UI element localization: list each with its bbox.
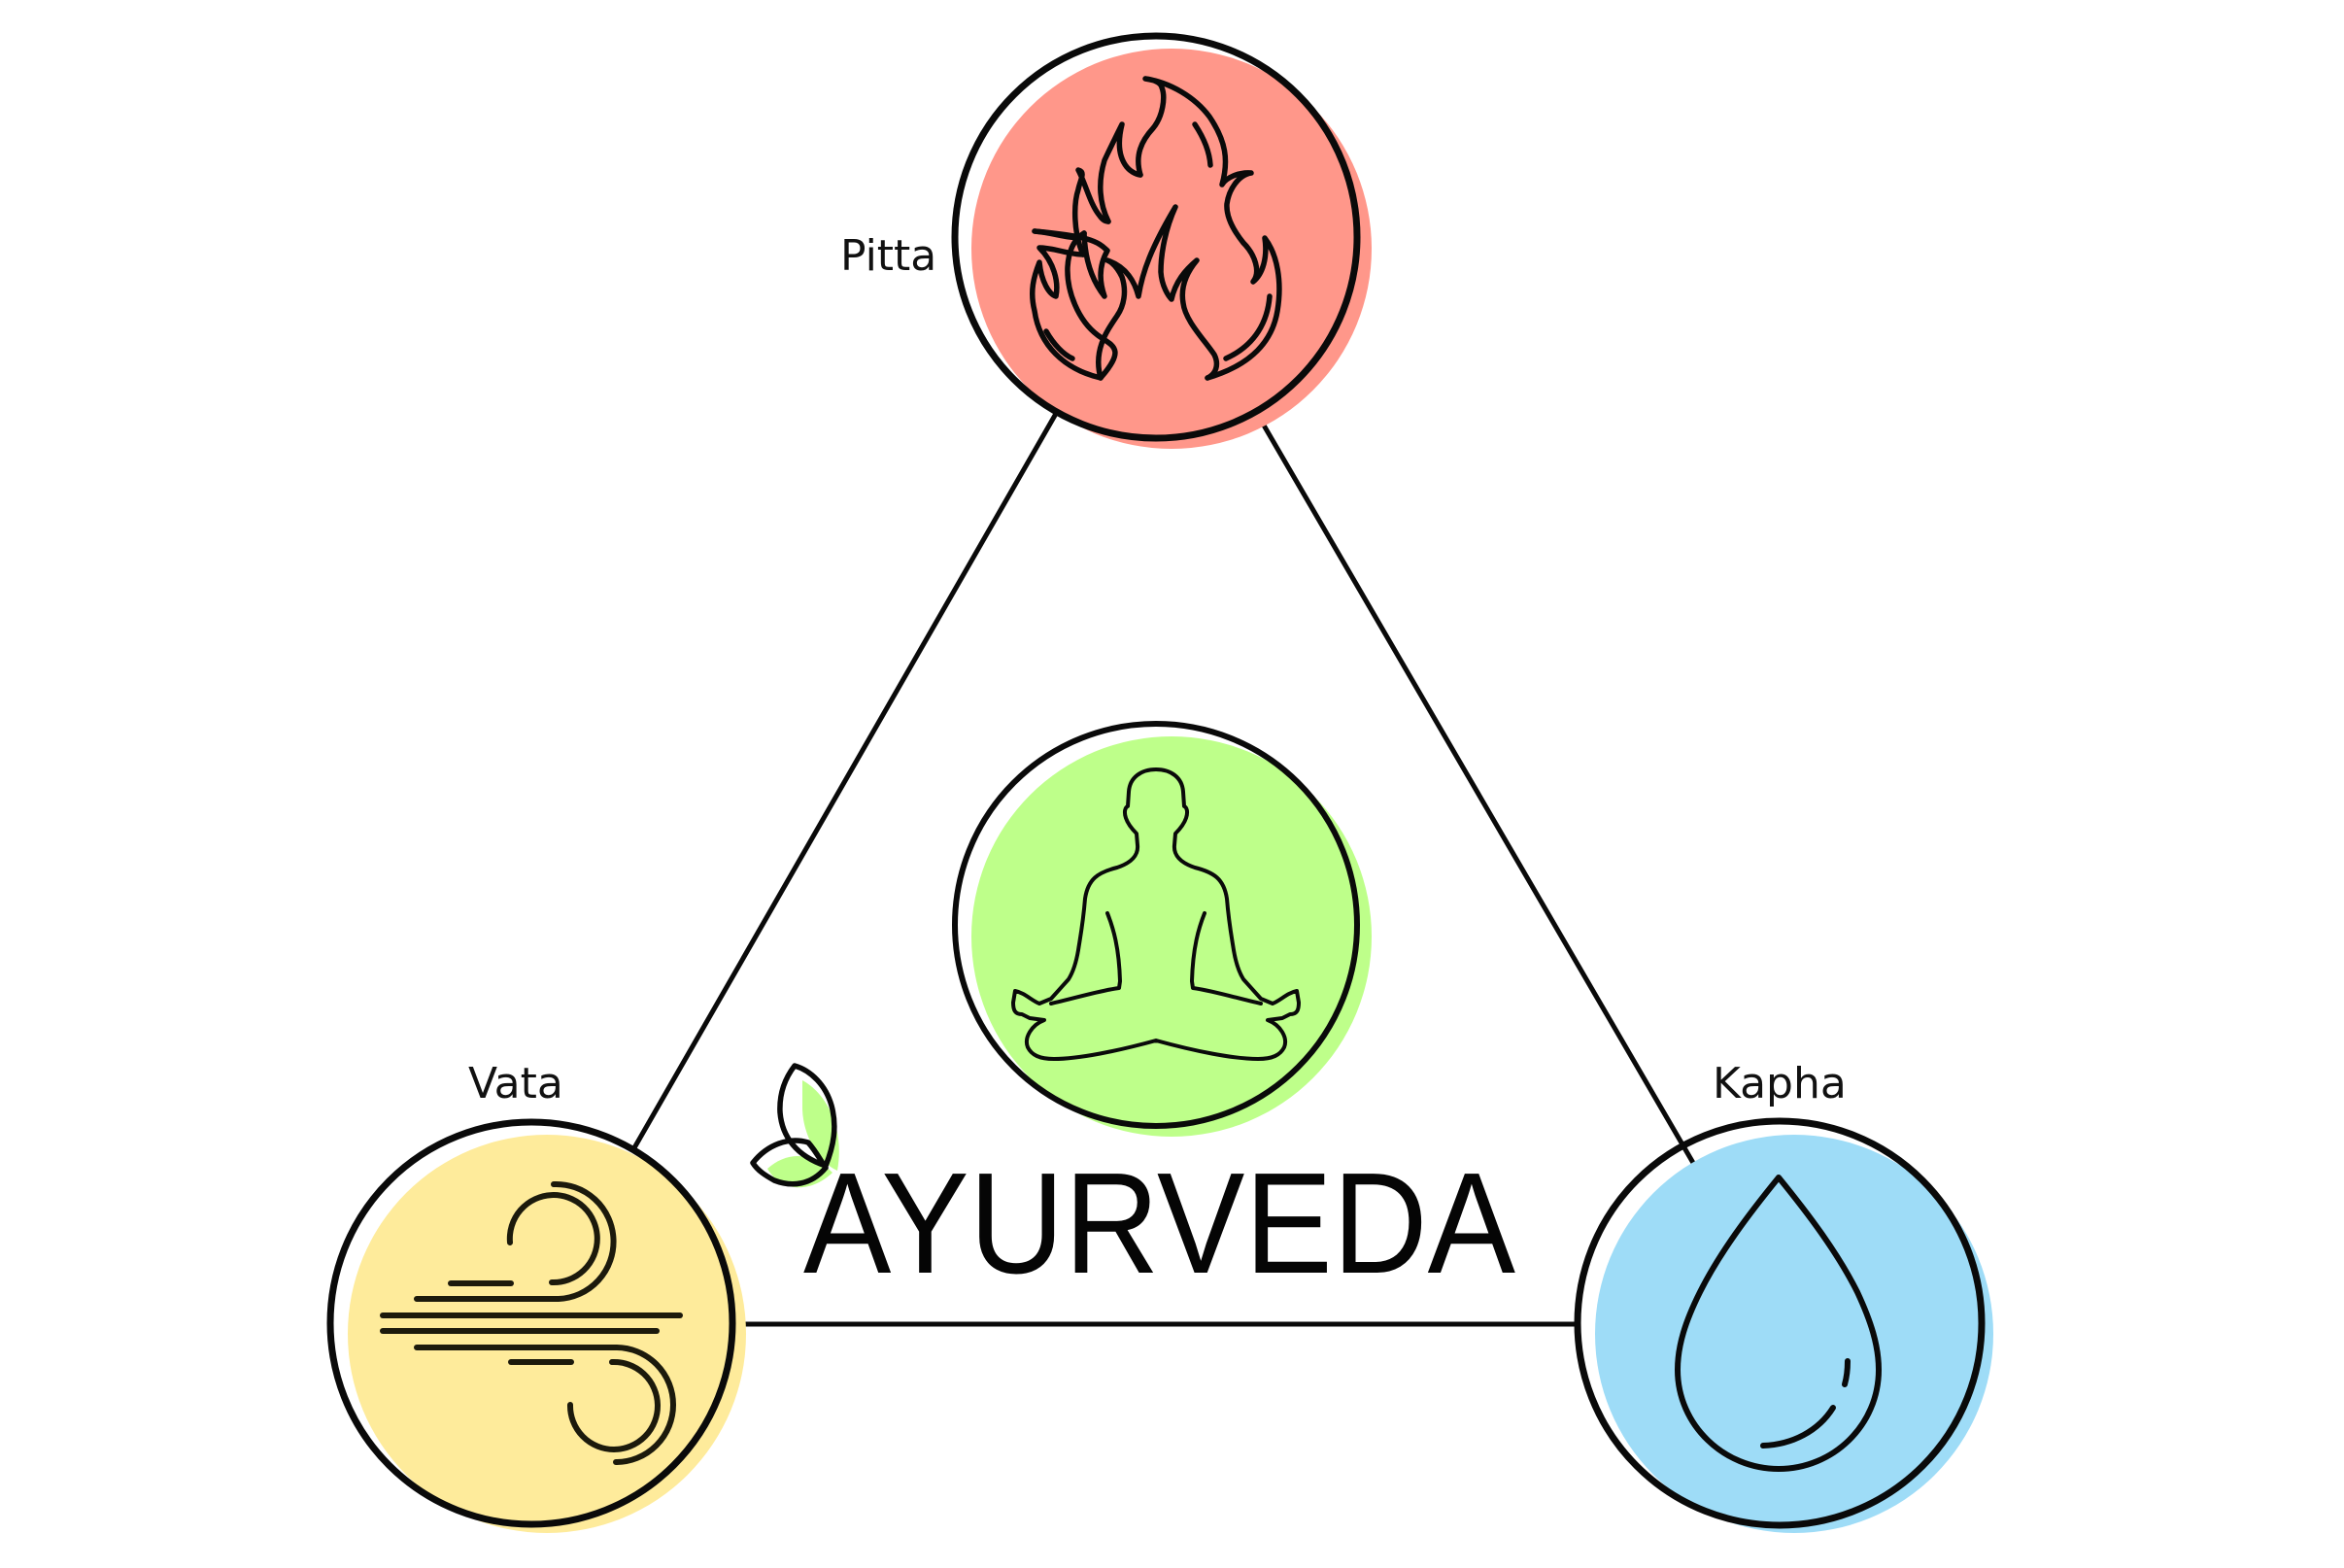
wind-icon (380, 1180, 683, 1465)
connector-pitta-vata (629, 410, 1060, 1153)
pitta-node (951, 32, 1372, 449)
leaf-lower-outline (750, 1138, 829, 1187)
pitta-fill (971, 49, 1372, 449)
triangle-connectors (629, 410, 1696, 1327)
center-node (952, 721, 1372, 1137)
vata-node (326, 1118, 746, 1533)
pitta-outline (951, 32, 1361, 442)
connector-pitta-kapha (1253, 410, 1696, 1165)
vata-outline (326, 1118, 736, 1528)
kapha-outline (1574, 1117, 1986, 1529)
pitta-label: Pitta (840, 231, 936, 281)
center-fill (971, 736, 1372, 1137)
meditation-figure-icon (1011, 767, 1301, 1061)
kapha-node (1574, 1117, 1993, 1533)
center-outline (952, 721, 1360, 1129)
leaf-icon (750, 1063, 839, 1188)
vata-label: Vata (468, 1059, 563, 1108)
kapha-fill (1595, 1135, 1993, 1533)
ayurveda-title: AYURVEDA (803, 1143, 1515, 1304)
kapha-label: Kapha (1713, 1059, 1847, 1108)
water-drop-icon (1675, 1175, 1882, 1472)
fire-icon (1030, 76, 1282, 381)
